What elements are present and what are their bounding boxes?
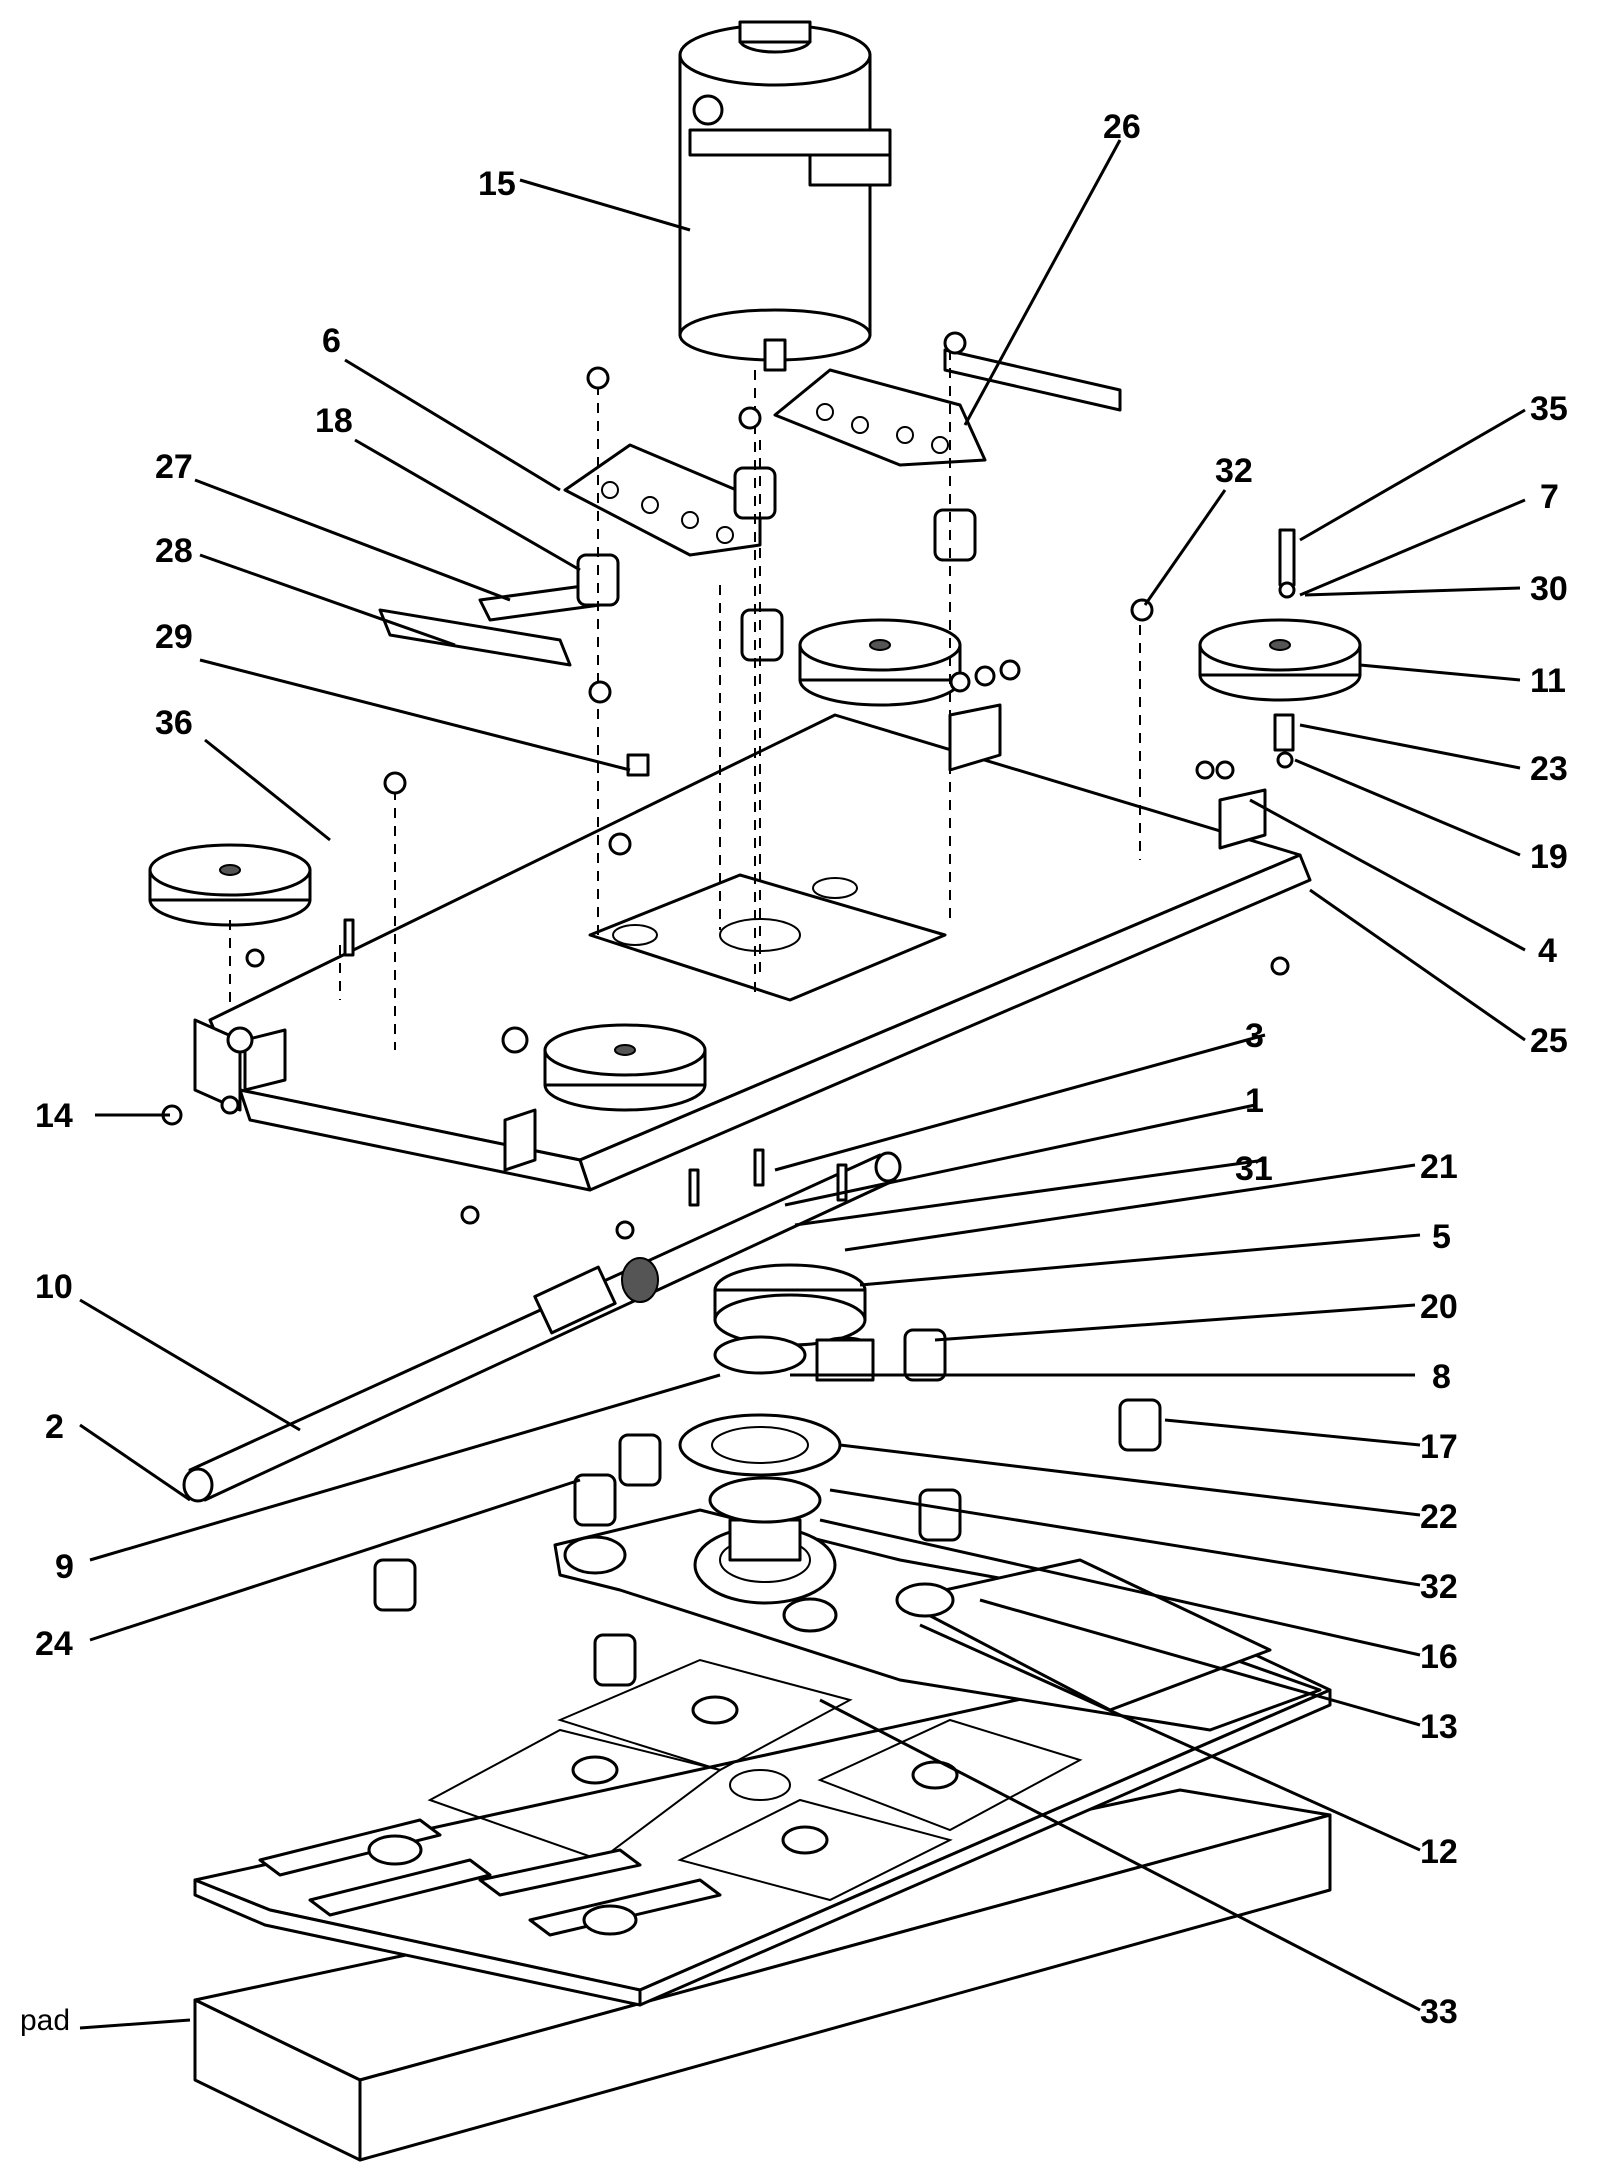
rotator-plate [553, 1508, 1322, 1732]
callout-20: 20 [1420, 1288, 1458, 1326]
callout-7: 7 [1540, 478, 1559, 516]
callout-36: 36 [155, 704, 193, 742]
callout-32a: 32 [1215, 452, 1253, 490]
bracket-6 [563, 443, 762, 557]
callout-16: 16 [1420, 1638, 1458, 1676]
callout-13: 13 [1420, 1708, 1458, 1746]
motor [678, 20, 892, 372]
callout-26: 26 [1103, 108, 1141, 146]
pulley-right-11 [1198, 618, 1362, 702]
callout-32b: 32 [1420, 1568, 1458, 1606]
bottom-plate [193, 1594, 1332, 2007]
plates [378, 348, 1122, 667]
pulley-center [543, 1023, 707, 1112]
shock-mounts [373, 466, 1162, 1687]
callout-30: 30 [1530, 570, 1568, 608]
fasteners [161, 331, 1296, 1240]
callout-5: 5 [1432, 1218, 1451, 1256]
callout-19: 19 [1530, 838, 1568, 876]
callout-29: 29 [155, 618, 193, 656]
callout-33: 33 [1420, 1993, 1458, 2031]
callout-25: 25 [1530, 1022, 1568, 1060]
bracket-26 [773, 368, 987, 467]
shaft [182, 1151, 902, 1503]
callout-21: 21 [1420, 1148, 1458, 1186]
callout-labels: 15 26 6 18 27 28 29 36 35 7 32 30 11 23 … [20, 108, 1568, 2037]
callout-22: 22 [1420, 1498, 1458, 1536]
callout-3: 3 [1245, 1017, 1264, 1055]
callout-4: 4 [1538, 932, 1557, 970]
callout-18: 18 [315, 402, 353, 440]
callout-8: 8 [1432, 1358, 1451, 1396]
callout-28: 28 [155, 532, 193, 570]
callout-12: 12 [1420, 1833, 1458, 1871]
pulley-upper [798, 618, 962, 707]
callout-pad: pad [20, 2004, 70, 2037]
callout-6: 6 [322, 322, 341, 360]
callout-2: 2 [45, 1408, 64, 1446]
leader-lines [79, 139, 1526, 2030]
callout-15: 15 [478, 165, 516, 203]
dashed-lines [229, 350, 1141, 1050]
callout-31: 31 [1235, 1150, 1273, 1188]
callout-1: 1 [1245, 1082, 1264, 1120]
callout-9: 9 [55, 1548, 74, 1586]
callout-17: 17 [1420, 1428, 1458, 1466]
callout-35: 35 [1530, 390, 1568, 428]
callout-10: 10 [35, 1268, 73, 1306]
callout-23: 23 [1530, 750, 1568, 788]
frame [193, 703, 1312, 1192]
pulley-left [148, 843, 312, 927]
callout-11: 11 [1530, 662, 1566, 700]
callout-24: 24 [35, 1625, 73, 1663]
callout-27: 27 [155, 448, 193, 486]
callout-14: 14 [35, 1097, 73, 1135]
gear-stack [678, 1263, 875, 1524]
